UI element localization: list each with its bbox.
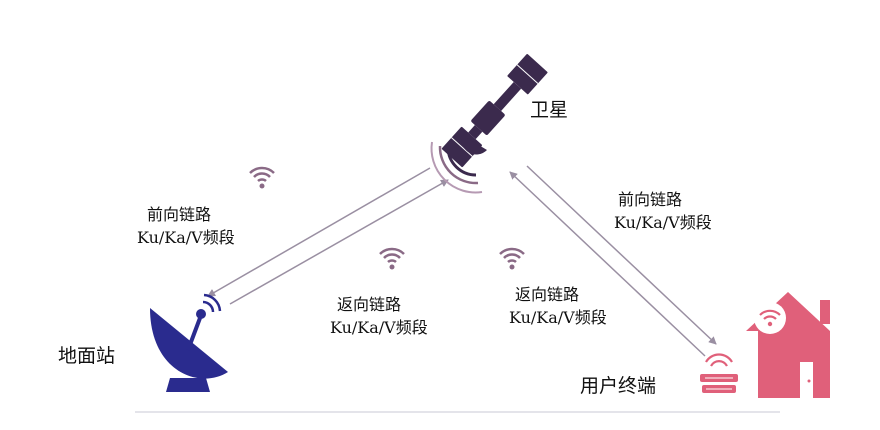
return-link-arrow-right — [509, 171, 706, 357]
ground-station-label: 地面站 — [58, 345, 115, 367]
forward-link-left-band: Ku/Ka/V频段 — [137, 228, 235, 247]
user-terminal-label: 用户终端 — [580, 375, 656, 397]
return-link-right-title: 返向链路 — [515, 285, 579, 304]
forward-link-arrow-left — [207, 167, 431, 297]
forward-link-right-title: 前向链路 — [618, 190, 682, 209]
forward-link-right-band: Ku/Ka/V频段 — [614, 213, 712, 232]
return-link-arrow-left — [229, 179, 449, 305]
return-link-left-band: Ku/Ka/V频段 — [330, 318, 428, 337]
signal-icon-return-right — [499, 247, 525, 270]
signal-icon-forward-left — [249, 166, 275, 189]
forward-link-arrow-right — [526, 165, 717, 345]
satellite-dish-icon — [430, 135, 487, 194]
home-wifi-icon — [759, 309, 781, 327]
satellite-label: 卫星 — [530, 99, 568, 121]
signal-icon-return-left — [379, 247, 405, 270]
satellite-icon — [441, 54, 548, 168]
house-icon — [746, 292, 830, 398]
return-link-right-band: Ku/Ka/V频段 — [509, 308, 607, 327]
user-terminal-icon — [700, 353, 738, 393]
ground-station-dish-icon — [150, 293, 228, 392]
return-link-left-title: 返向链路 — [337, 295, 401, 314]
forward-link-left-title: 前向链路 — [147, 205, 211, 224]
